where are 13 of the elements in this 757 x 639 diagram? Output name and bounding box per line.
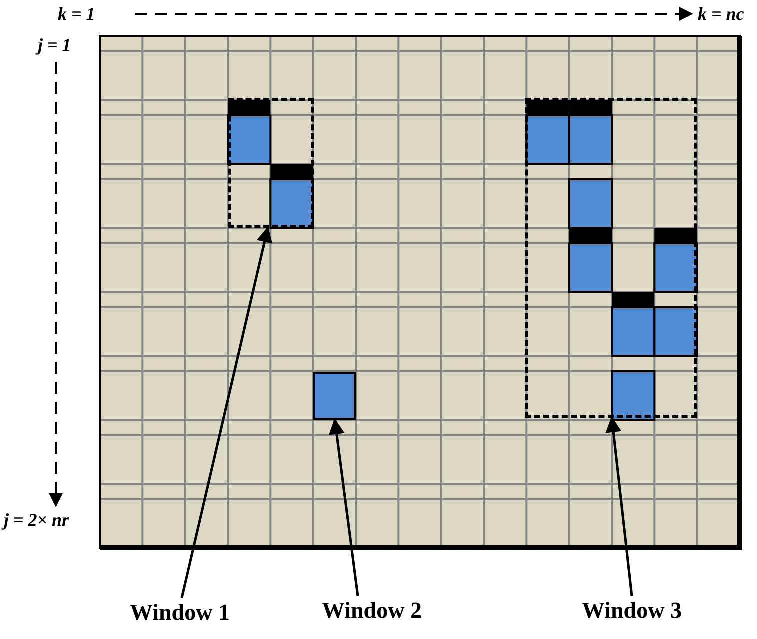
window-outline xyxy=(228,98,314,228)
leader-arrow xyxy=(180,226,273,598)
window-outline xyxy=(525,98,697,418)
window-label: Window 3 xyxy=(570,596,694,630)
axis-index-label: k = nc xyxy=(698,3,744,25)
window-label: Window 2 xyxy=(310,596,434,630)
axis-index-label: j = 2× nr xyxy=(4,509,70,531)
leader-arrow xyxy=(328,418,360,596)
axis-index-label: k = 1 xyxy=(58,3,96,25)
grid-cell xyxy=(313,372,356,420)
axis-index-label: j = 1 xyxy=(38,34,72,56)
window-label: Window 1 xyxy=(118,598,242,632)
leader-arrow xyxy=(606,416,634,596)
